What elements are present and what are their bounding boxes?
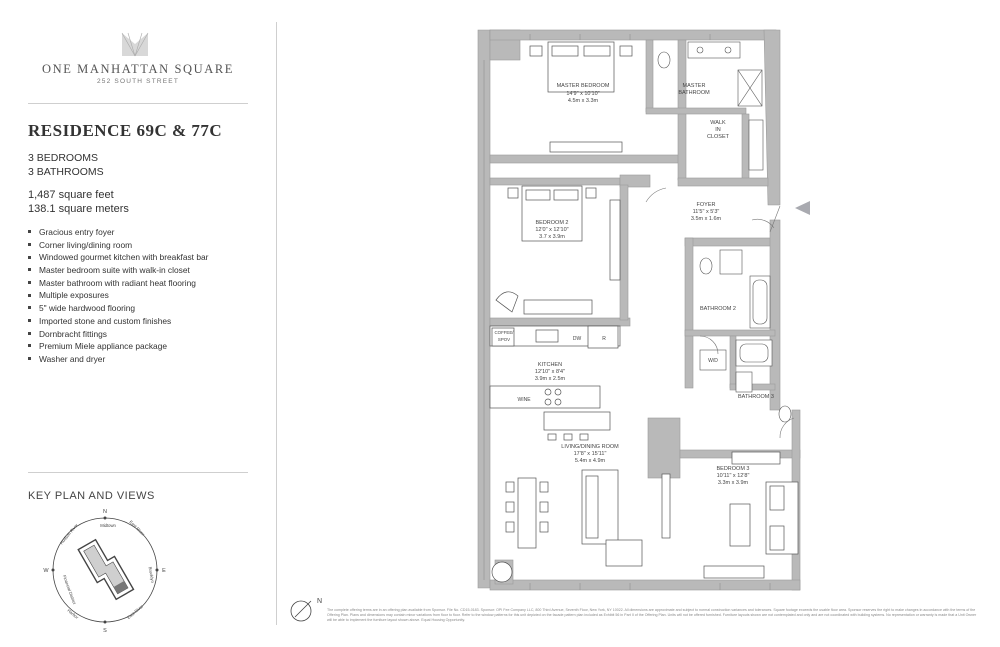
svg-text:LIVING/DINING ROOM: LIVING/DINING ROOM: [561, 444, 619, 450]
feature-list: Gracious entry foyer Corner living/dinin…: [28, 226, 208, 366]
feature-item: Dornbracht fittings: [28, 328, 208, 341]
svg-text:WINE: WINE: [517, 397, 531, 403]
svg-text:3.3m x 3.9m: 3.3m x 3.9m: [718, 480, 749, 486]
room-labels: MASTER BEDROOM 14'9" x 10'10" 4.5m x 3.3…: [494, 83, 774, 486]
bullet-icon: [28, 281, 31, 285]
area-sqft: 1,487 square feet: [28, 189, 114, 201]
svg-text:3.7 x 3.9m: 3.7 x 3.9m: [539, 234, 565, 240]
svg-text:FOYER: FOYER: [697, 202, 716, 208]
master-bath-fixtures: [657, 41, 764, 171]
disclaimer-text: The complete offering terms are in an of…: [327, 608, 977, 622]
feature-item: Premium Miele appliance package: [28, 340, 208, 353]
svg-text:BATHROOM 3: BATHROOM 3: [738, 394, 774, 400]
walls: [477, 29, 801, 591]
svg-text:KITCHEN: KITCHEN: [538, 362, 562, 368]
living-dining-furniture: [491, 469, 671, 583]
view-southwest: Financial District: [62, 574, 77, 605]
feature-item: Gracious entry foyer: [28, 226, 208, 239]
feature-item: Imported stone and custom finishes: [28, 315, 208, 328]
svg-text:IN: IN: [715, 127, 721, 133]
svg-text:MASTER BEDROOM: MASTER BEDROOM: [557, 83, 610, 89]
divider: [28, 103, 248, 104]
svg-text:3.5m x 1.6m: 3.5m x 1.6m: [691, 216, 722, 222]
bullet-icon: [28, 268, 31, 272]
svg-text:SPOV: SPOV: [498, 337, 510, 342]
bathroom-count: 3 BATHROOMS: [28, 166, 104, 178]
north-arrow-icon: N: [290, 598, 322, 622]
bullet-icon: [28, 255, 31, 259]
bedroom-count: 3 BEDROOMS: [28, 152, 99, 164]
bullet-icon: [28, 242, 31, 246]
info-panel: ONE MANHATTAN SQUARE 252 SOUTH STREET RE…: [0, 0, 275, 647]
view-southeast: East River: [126, 603, 144, 620]
svg-text:BEDROOM 3: BEDROOM 3: [716, 466, 749, 472]
bullet-icon: [28, 230, 31, 234]
svg-text:MASTER: MASTER: [683, 83, 706, 89]
svg-text:COFFEE/: COFFEE/: [494, 330, 514, 335]
view-south: Harbor: [66, 608, 79, 620]
compass-s: S: [103, 628, 107, 634]
compass-n: N: [103, 509, 107, 515]
svg-text:17'8" x 15'11": 17'8" x 15'11": [574, 451, 607, 457]
view-northwest: Hudson River: [59, 522, 80, 545]
panel-divider: [276, 22, 277, 625]
svg-text:CLOSET: CLOSET: [707, 134, 730, 140]
svg-text:3.9m x 2.5m: 3.9m x 2.5m: [535, 376, 566, 382]
feature-item: Windowed gourmet kitchen with breakfast …: [28, 251, 208, 264]
svg-text:14'9" x 10'10": 14'9" x 10'10": [566, 91, 599, 97]
svg-text:11'5" x 5'3": 11'5" x 5'3": [693, 209, 720, 215]
bullet-icon: [28, 319, 31, 323]
feature-item: Washer and dryer: [28, 353, 208, 366]
bullet-icon: [28, 293, 31, 297]
svg-text:BATHROOM: BATHROOM: [678, 90, 710, 96]
svg-text:BATHROOM 2: BATHROOM 2: [700, 306, 736, 312]
svg-text:R: R: [602, 336, 606, 342]
area-sqm: 138.1 square meters: [28, 203, 129, 215]
bathroom2-fixtures: [699, 249, 771, 329]
feature-item: Corner living/dining room: [28, 239, 208, 252]
brand-address: 252 SOUTH STREET: [96, 78, 180, 85]
residence-title: RESIDENCE 69C & 77C: [28, 121, 223, 140]
floor-plan: MASTER BEDROOM 14'9" x 10'10" 4.5m x 3.3…: [477, 29, 810, 591]
feature-item: 5" wide hardwood flooring: [28, 302, 208, 315]
view-north: Midtown: [100, 523, 116, 528]
brand-name: ONE MANHATTAN SQUARE: [41, 62, 235, 76]
svg-text:5.4m x 4.9m: 5.4m x 4.9m: [575, 458, 606, 464]
window-mullions: [483, 34, 771, 590]
feature-item: Multiple exposures: [28, 289, 208, 302]
bullet-icon: [28, 331, 31, 335]
bathroom3-fixtures: [699, 339, 792, 423]
feature-item: Master bedroom suite with walk-in closet: [28, 264, 208, 277]
divider: [28, 472, 248, 473]
north-label: N: [317, 598, 322, 605]
entry-arrow-icon: [795, 201, 810, 215]
svg-text:4.5m x 3.3m: 4.5m x 3.3m: [568, 98, 599, 104]
brand-logo: [121, 32, 149, 57]
svg-text:W/D: W/D: [708, 358, 718, 364]
compass-e: E: [162, 568, 166, 574]
bullet-icon: [28, 306, 31, 310]
view-northeast: East River: [128, 519, 146, 537]
key-plan-title: KEY PLAN AND VIEWS: [28, 490, 155, 502]
bedroom2-furniture: [495, 185, 621, 315]
svg-text:10'11" x 12'8": 10'11" x 12'8": [717, 473, 750, 479]
svg-text:12'0" x 12'10": 12'0" x 12'10": [535, 227, 568, 233]
svg-text:WALK: WALK: [710, 120, 726, 126]
doors: [645, 187, 795, 439]
bullet-icon: [28, 357, 31, 361]
master-bed: [529, 41, 633, 153]
view-east: Brooklyn: [148, 566, 156, 584]
key-plan-diagram: N E S W Midtown East River Brooklyn East…: [43, 509, 166, 634]
bullet-icon: [28, 344, 31, 348]
bedroom3-furniture: [703, 451, 799, 579]
svg-text:12'10" x 8'4": 12'10" x 8'4": [535, 369, 565, 375]
kitchen-counters: [489, 325, 621, 441]
svg-text:BEDROOM 2: BEDROOM 2: [535, 220, 568, 226]
svg-text:DW: DW: [573, 336, 582, 342]
feature-item: Master bathroom with radiant heat floori…: [28, 277, 208, 290]
compass-w: W: [43, 568, 49, 574]
